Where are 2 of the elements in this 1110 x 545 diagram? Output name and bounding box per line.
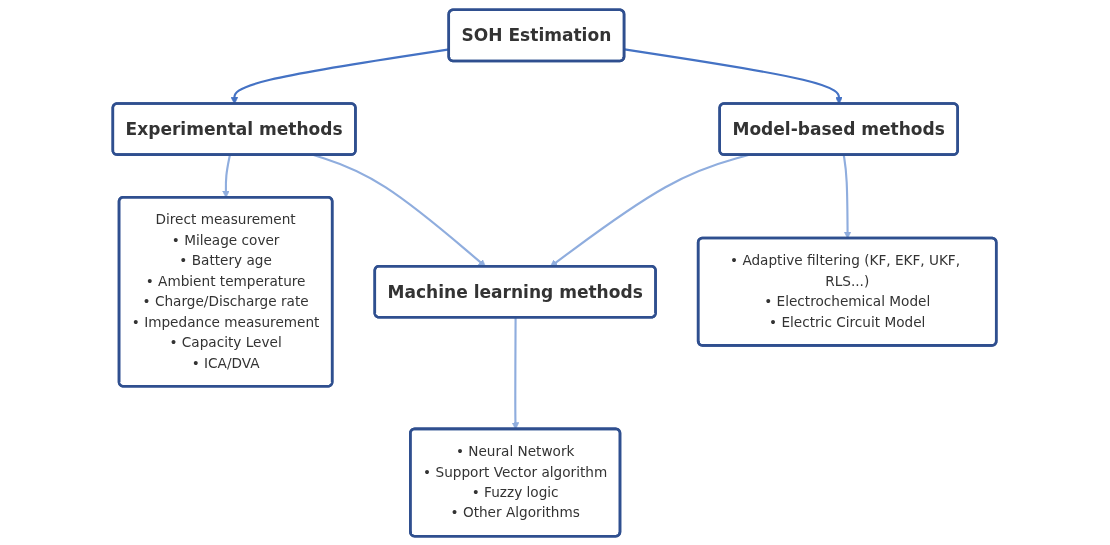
arrow — [624, 47, 844, 104]
arrow — [231, 47, 450, 104]
